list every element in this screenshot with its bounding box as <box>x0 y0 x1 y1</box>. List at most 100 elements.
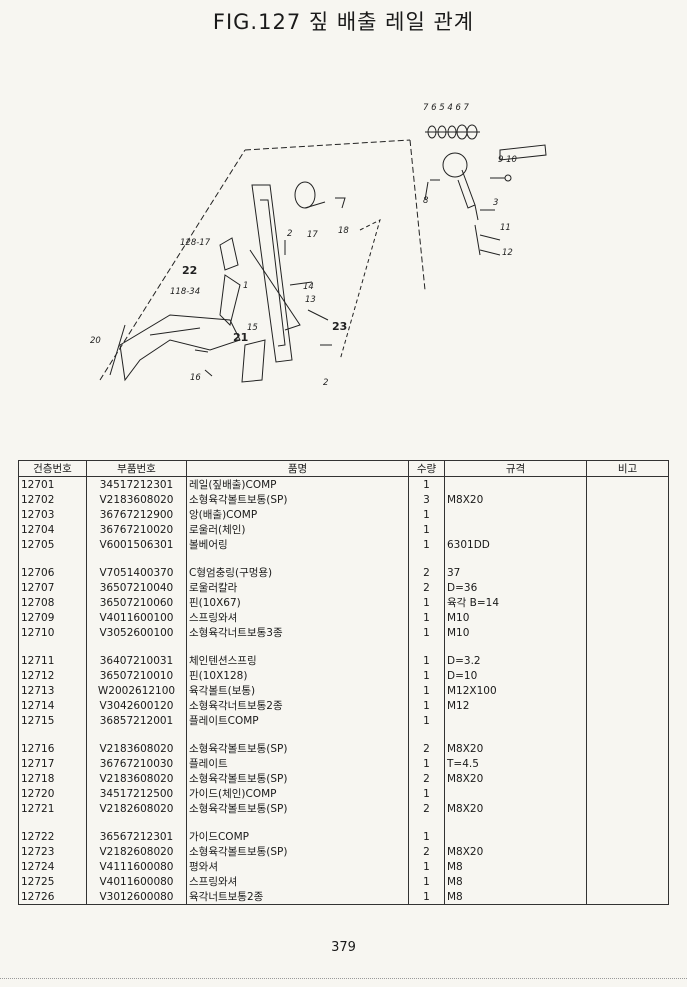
callout-11: 11 <box>500 223 511 233</box>
cell-qty: 2 <box>408 741 445 757</box>
cell-remarks <box>586 816 669 830</box>
callout-2b: 2 <box>323 378 328 388</box>
exploded-parts-diagram: 7 6 5 4 6 7 9 10 8 3 11 12 17 18 2 128-1… <box>80 90 550 400</box>
cell-remarks <box>586 507 669 522</box>
cell-qty: 1 <box>408 859 445 875</box>
parts-drawing: 7 6 5 4 6 7 9 10 8 3 11 12 17 18 2 128-1… <box>90 103 547 388</box>
cell-remarks <box>586 537 669 552</box>
callout-20: 20 <box>90 336 101 346</box>
callout-21: 21 <box>233 331 248 344</box>
callout-17: 17 <box>307 230 318 240</box>
cell-remarks <box>586 492 669 507</box>
cell-part-no: 34517212500 <box>86 786 187 802</box>
cell-part-name <box>186 552 409 566</box>
cell-item-no: 12721 <box>18 801 87 817</box>
scan-edge <box>0 978 687 979</box>
cell-part-name: 육각너트보통2종 <box>186 889 409 906</box>
cell-item-no: 12712 <box>18 668 87 684</box>
cell-part-name: 소형육각볼트보통(SP) <box>186 741 409 757</box>
cell-spec <box>444 640 587 654</box>
cell-spec: M10 <box>444 625 587 641</box>
cell-part-no: 36767210030 <box>86 756 187 772</box>
cell-qty: 1 <box>408 713 445 729</box>
cell-item-no <box>18 640 87 654</box>
cell-remarks <box>586 859 669 875</box>
cell-item-no: 12705 <box>18 537 87 552</box>
cell-remarks <box>586 683 669 699</box>
cell-part-no: 36767212900 <box>86 507 187 522</box>
cell-spec: M12 <box>444 698 587 714</box>
cell-spec: 6301DD <box>444 537 587 552</box>
cell-item-no: 12709 <box>18 610 87 626</box>
cell-part-no <box>86 552 187 566</box>
cell-qty: 1 <box>408 668 445 684</box>
cell-item-no: 12706 <box>18 565 87 581</box>
cell-item-no: 12701 <box>18 476 87 492</box>
cell-spec <box>444 728 587 742</box>
cell-part-name: 핀(10X67) <box>186 595 409 611</box>
cell-remarks <box>586 552 669 566</box>
cell-qty: 1 <box>408 874 445 890</box>
cell-part-name <box>186 816 409 830</box>
cell-qty: 1 <box>408 653 445 669</box>
cell-remarks <box>586 625 669 641</box>
cell-part-name: 앙(배출)COMP <box>186 507 409 522</box>
cell-remarks <box>586 728 669 742</box>
col-header-item-no: 건층번호 <box>18 460 87 477</box>
callout-15: 15 <box>247 323 258 333</box>
col-header-qty: 수량 <box>408 460 445 477</box>
cell-part-name: 스프링와셔 <box>186 874 409 890</box>
cell-part-name: C형엄충링(구멍용) <box>186 565 409 581</box>
callout-2a: 2 <box>287 229 292 239</box>
cell-part-no: 36507210040 <box>86 580 187 596</box>
cell-part-name: 플레이트 <box>186 756 409 772</box>
cell-qty: 2 <box>408 801 445 817</box>
cell-qty: 1 <box>408 786 445 802</box>
cell-spec <box>444 713 587 729</box>
cell-spec: T=4.5 <box>444 756 587 772</box>
cell-remarks <box>586 610 669 626</box>
callout-1: 1 <box>243 281 248 291</box>
cell-remarks <box>586 741 669 757</box>
cell-item-no: 12703 <box>18 507 87 522</box>
cell-item-no: 12726 <box>18 889 87 906</box>
col-header-part-name: 품명 <box>186 460 409 477</box>
cell-part-name: 로울러칼라 <box>186 580 409 596</box>
cell-spec: 37 <box>444 565 587 581</box>
cell-part-name: 가이드COMP <box>186 829 409 845</box>
cell-qty: 1 <box>408 522 445 537</box>
cell-part-name: 소형육각너트보통3종 <box>186 625 409 641</box>
cell-qty <box>408 552 445 566</box>
cell-part-name <box>186 640 409 654</box>
cell-spec <box>444 786 587 802</box>
cell-part-no <box>86 640 187 654</box>
cell-spec: M8 <box>444 859 587 875</box>
cell-remarks <box>586 786 669 802</box>
cell-item-no: 12716 <box>18 741 87 757</box>
cell-part-no: 36507210060 <box>86 595 187 611</box>
cell-part-name: 소형육각볼트보통(SP) <box>186 801 409 817</box>
cell-part-no: V3052600100 <box>86 625 187 641</box>
cell-remarks <box>586 801 669 817</box>
table-spacer-row <box>18 816 669 830</box>
cell-item-no: 12711 <box>18 653 87 669</box>
cell-part-no: 36767210020 <box>86 522 187 537</box>
cell-part-name: 스프링와셔 <box>186 610 409 626</box>
cell-qty: 2 <box>408 771 445 787</box>
cell-item-no <box>18 816 87 830</box>
cell-spec: M12X100 <box>444 683 587 699</box>
cell-part-name: 소형육각볼트보통(SP) <box>186 844 409 860</box>
cell-qty: 2 <box>408 580 445 596</box>
cell-remarks <box>586 653 669 669</box>
